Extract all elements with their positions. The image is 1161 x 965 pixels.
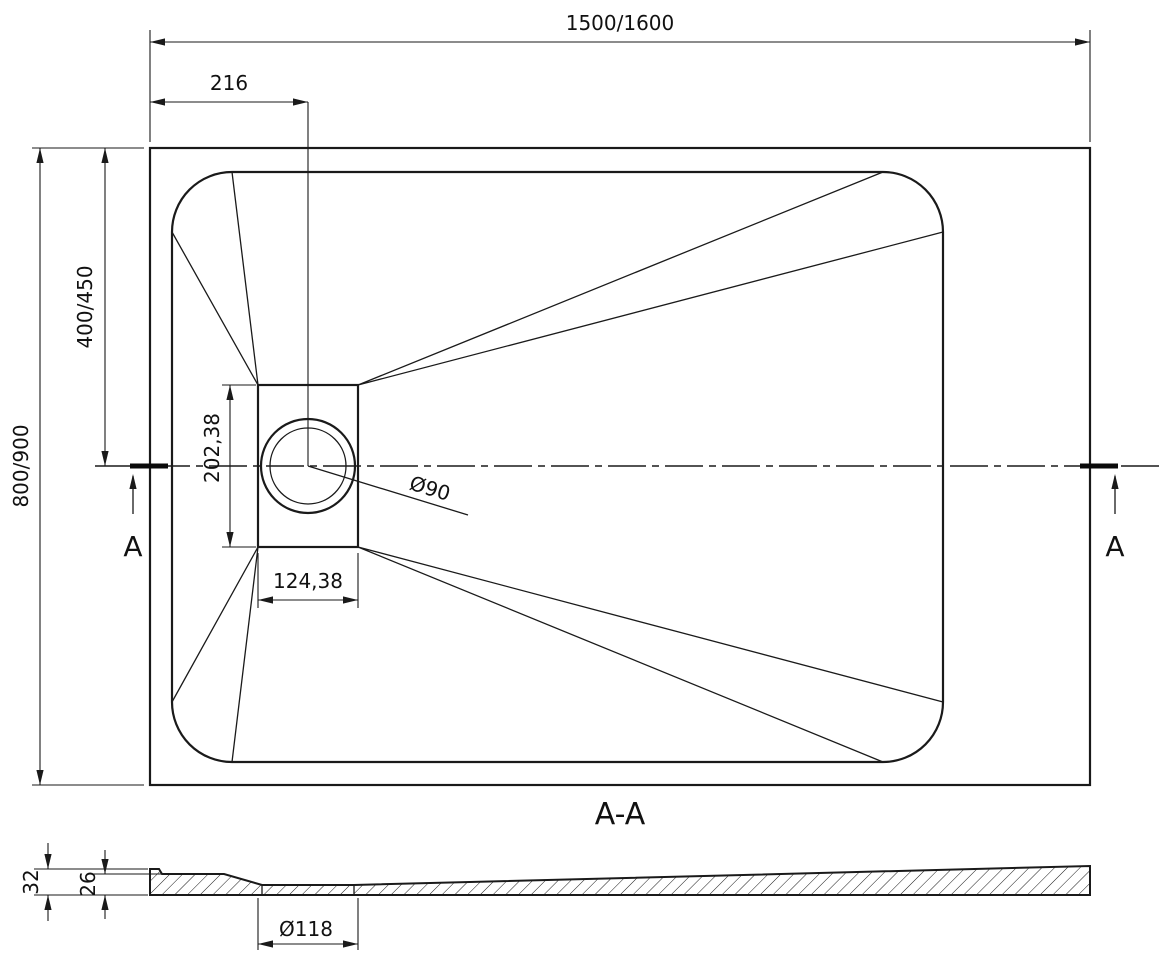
tray-inner-edge: [170, 170, 945, 764]
dim-drain-plate-height-label: 202,38: [200, 413, 224, 483]
dim-edge-height: 32: [19, 843, 148, 921]
section-title: A-A: [595, 797, 646, 832]
dim-overall-height-label: 800/900: [9, 424, 33, 507]
dim-drain-hole-diameter: Ø118: [257, 898, 359, 950]
dim-height-to-center: 400/450: [73, 148, 109, 466]
dim-drain-plate-width: 124,38: [257, 553, 359, 608]
section-profile: [149, 864, 1091, 896]
section-marker-left: A: [123, 474, 143, 563]
dim-drain-offset-x: 216: [150, 71, 308, 106]
dim-drain-hole-diameter-label: Ø118: [279, 917, 333, 941]
section-view: A-A 32 26 Ø118: [19, 797, 1091, 950]
dim-drain-plate-width-label: 124,38: [273, 569, 343, 593]
drain-diameter-leader: [307, 465, 469, 516]
dim-drain-plate-height: 202,38: [200, 384, 256, 548]
section-arrow-right: [1111, 474, 1119, 489]
dim-drain-offset-x-label: 216: [210, 71, 248, 95]
dim-edge-height-label: 32: [19, 869, 43, 894]
dim-drain-diameter-label: Ø90: [407, 471, 453, 506]
section-arrow-left: [129, 474, 137, 489]
top-view: A A 1500/1600 216 800/900: [9, 11, 1159, 787]
dim-height-to-center-label: 400/450: [73, 265, 97, 348]
slope-fold-lines: [171, 171, 944, 763]
dim-overall-width-label: 1500/1600: [566, 11, 675, 35]
drain-hole-edges: [261, 885, 355, 895]
dim-overall-height: 800/900: [9, 147, 144, 786]
section-marker-left-label: A: [123, 530, 142, 563]
dim-inner-height-label: 26: [76, 871, 100, 896]
section-marker-right: A: [1105, 474, 1125, 563]
dim-overall-width: 1500/1600: [149, 11, 1091, 142]
dim-inner-height: 26: [76, 850, 162, 919]
section-marker-right-label: A: [1105, 530, 1124, 563]
